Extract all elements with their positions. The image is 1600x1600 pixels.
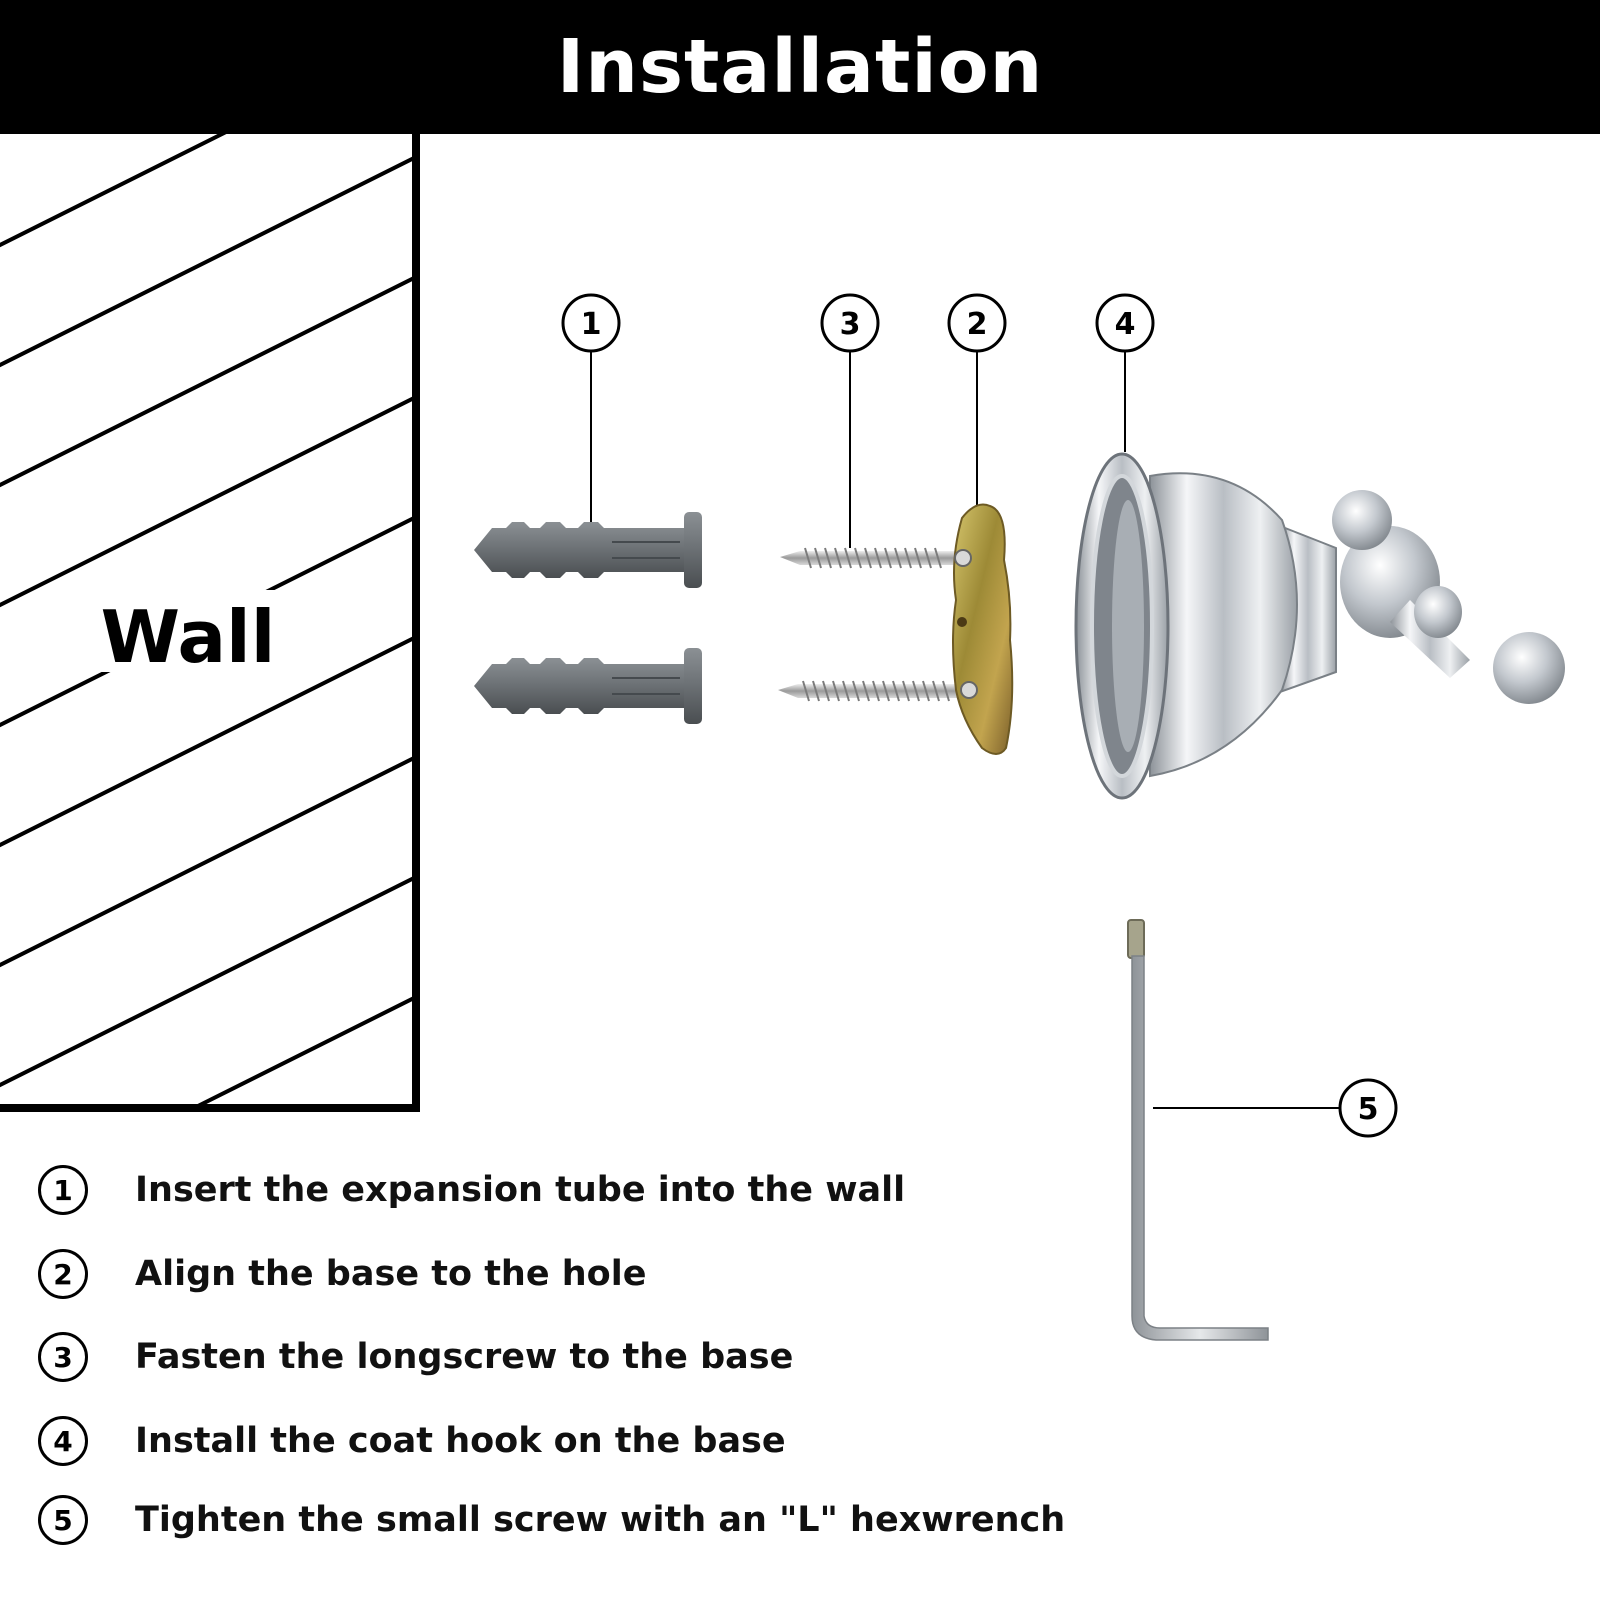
wall-section: Wall: [0, 134, 420, 1112]
step-item: 3 Fasten the longscrew to the base: [38, 1327, 793, 1387]
step-item: 5 Tighten the small screw with an "L" he…: [38, 1490, 1065, 1550]
mounting-base-bracket: [952, 503, 1014, 755]
callout-5-label: 5: [1358, 1092, 1379, 1127]
wall-label: Wall: [101, 595, 276, 679]
callout-2: 2: [947, 293, 1007, 353]
step-number: 1: [38, 1165, 88, 1215]
hex-wrench: [1127, 919, 1269, 1341]
callout-leaders: [590, 352, 1339, 1109]
callout-2-label: 2: [967, 307, 988, 342]
callout-3: 3: [820, 293, 880, 353]
step-text: Insert the expansion tube into the wall: [135, 1170, 906, 1210]
step-item: 4 Install the coat hook on the base: [38, 1411, 786, 1471]
callout-3-label: 3: [840, 307, 861, 342]
step-item: 2 Align the base to the hole: [38, 1244, 646, 1304]
callout-1: 1: [561, 293, 621, 353]
step-number: 5: [38, 1495, 88, 1545]
callout-4: 4: [1095, 293, 1155, 353]
expansion-anchor-top: [474, 512, 702, 588]
long-screw-top: [780, 547, 955, 569]
callout-4-label: 4: [1115, 307, 1136, 342]
expansion-anchor-bottom: [474, 648, 702, 724]
header-bar: Installation: [0, 0, 1600, 134]
page-title: Installation: [556, 24, 1044, 110]
step-number: 3: [38, 1332, 88, 1382]
step-text: Fasten the longscrew to the base: [135, 1337, 794, 1377]
step-text: Install the coat hook on the base: [135, 1421, 786, 1461]
step-number: 2: [38, 1249, 88, 1299]
long-screw-bottom: [778, 680, 962, 702]
callout-1-label: 1: [581, 307, 602, 342]
step-number: 4: [38, 1416, 88, 1466]
callout-5: 5: [1338, 1078, 1398, 1138]
step-text: Align the base to the hole: [135, 1254, 647, 1294]
step-item: 1 Insert the expansion tube into the wal…: [38, 1160, 905, 1220]
step-text: Tighten the small screw with an "L" hexw…: [135, 1500, 1066, 1540]
coat-hook: [1074, 452, 1565, 800]
